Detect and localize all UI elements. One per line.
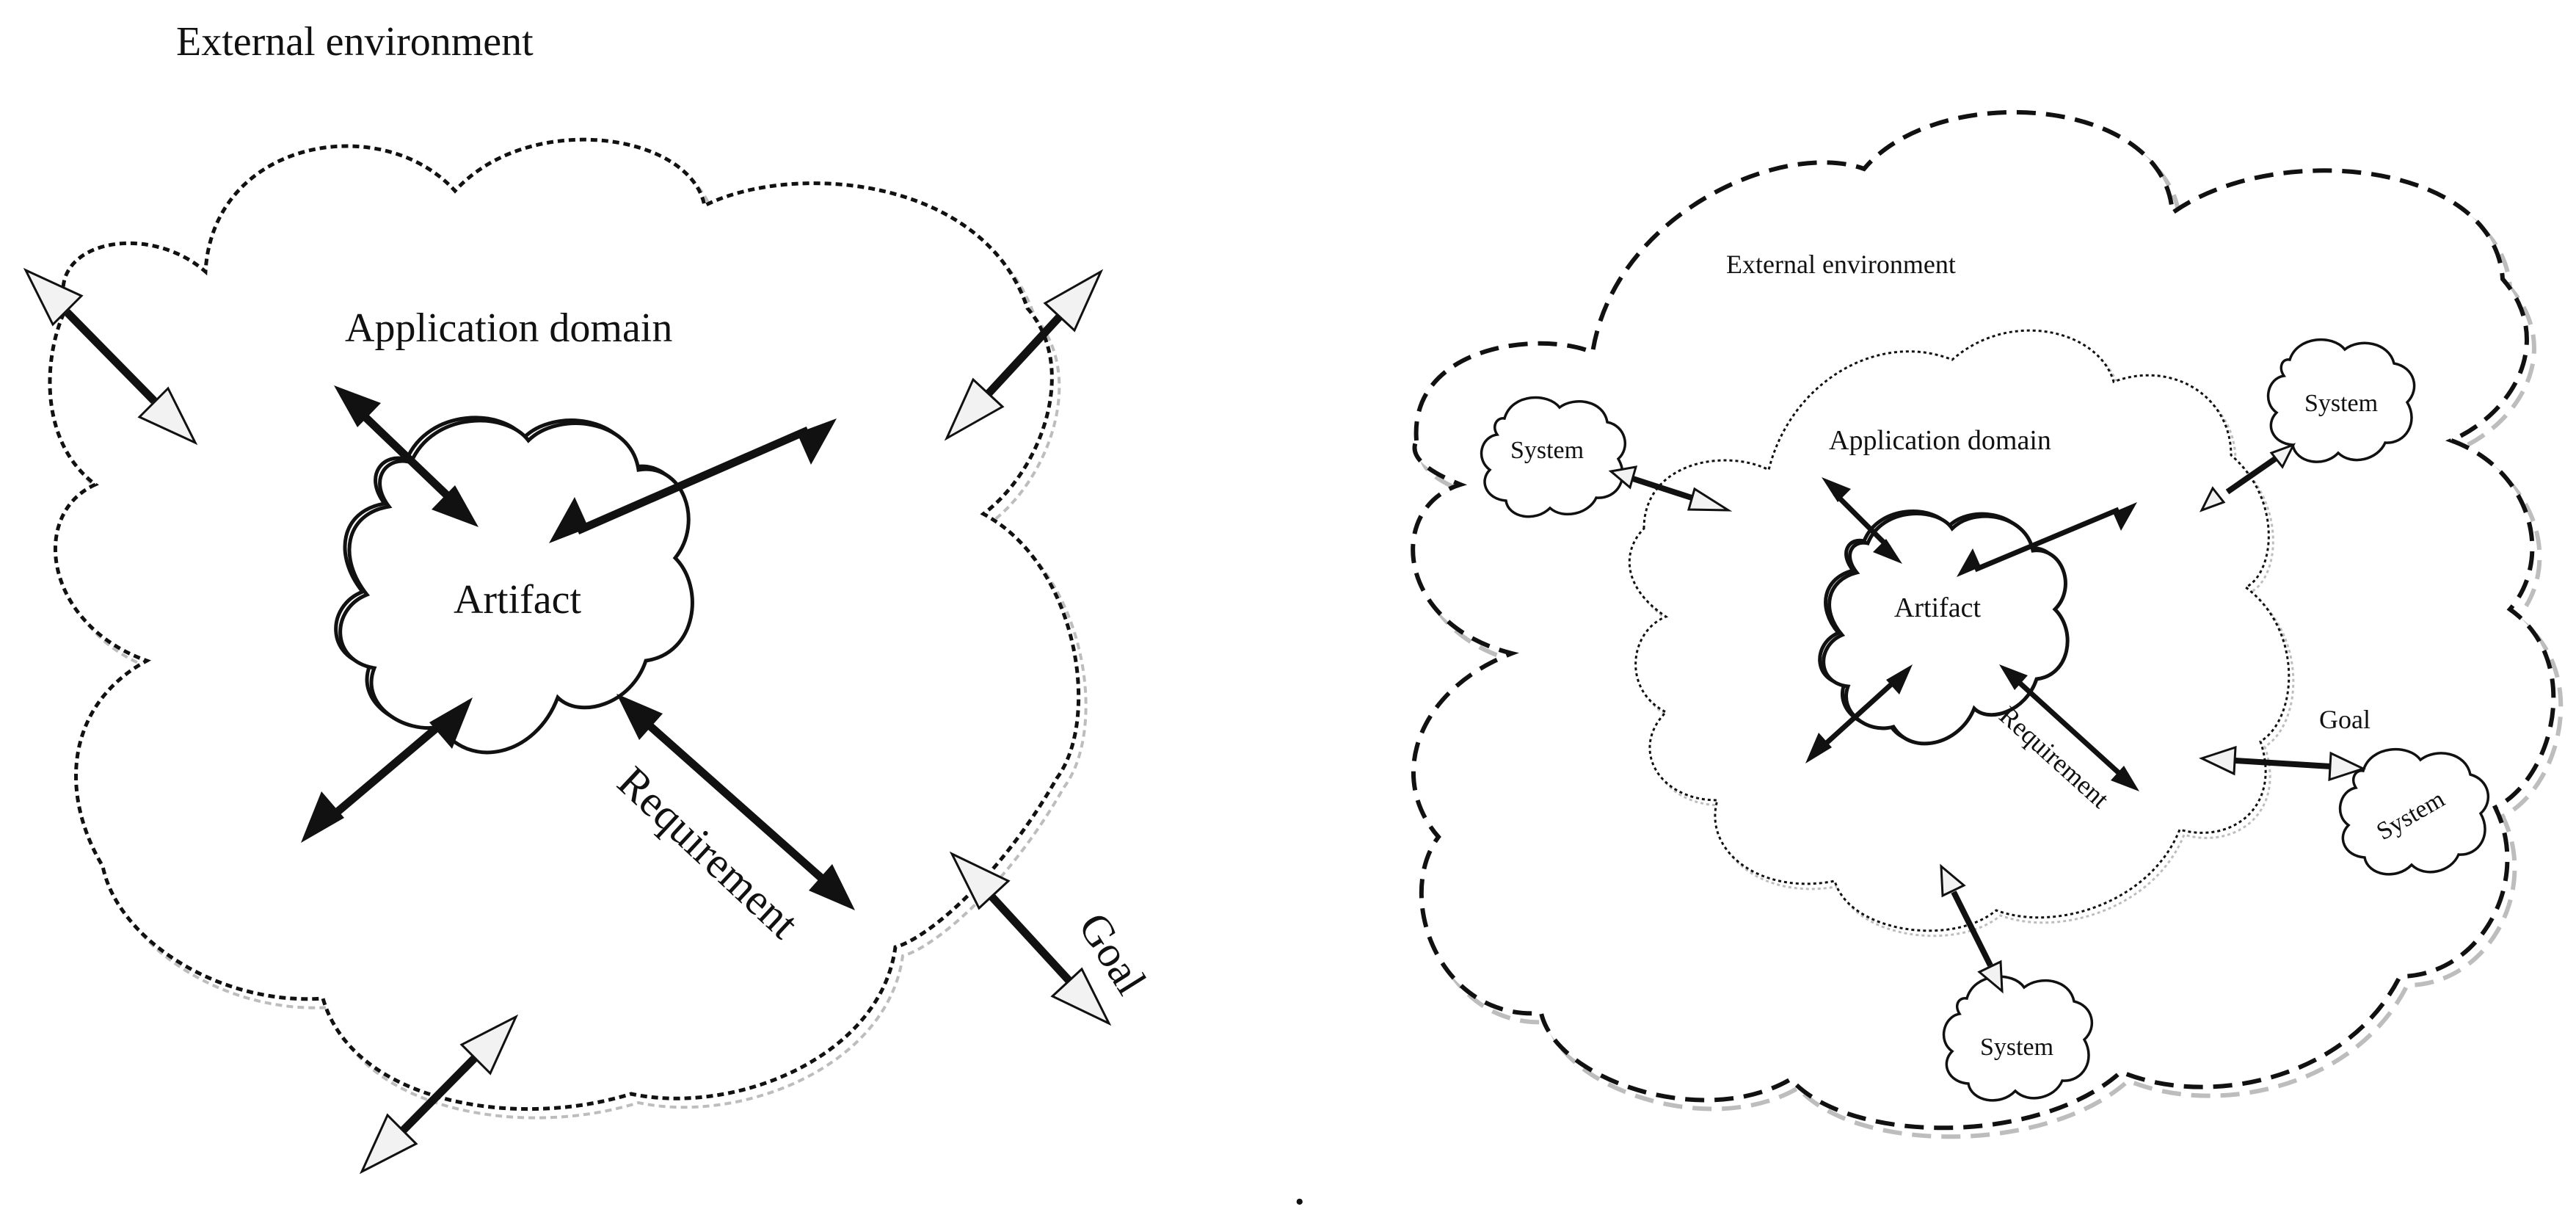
right-goal-label: Goal: [2319, 705, 2371, 734]
right-artifact-cloud: [1818, 509, 2070, 746]
right-artifact-label: Artifact: [1894, 592, 1982, 623]
right-system-cloud-left: [1480, 396, 1626, 518]
left-arrow-lower-left: [301, 697, 473, 843]
right-arrow-requirement: [1999, 664, 2139, 791]
left-arrow-requirement: [616, 694, 855, 910]
right-arrow-upper-right: [1957, 502, 2137, 577]
left-arrow-upper-right: [549, 418, 837, 543]
right-system-label-bottom: System: [1980, 1034, 2053, 1061]
right-diagram: External environment Application domain …: [1411, 109, 2564, 1139]
left-goal-arrow-bottom-left: [359, 1014, 519, 1175]
left-goal-arrow-top-left: [23, 267, 198, 446]
right-application-domain-label: Application domain: [1829, 425, 2051, 456]
left-external-environment-label: External environment: [176, 19, 534, 65]
left-goal-arrow-bottom-right: [949, 851, 1112, 1026]
left-application-domain-label: Application domain: [345, 305, 672, 351]
left-diagram: External environment Application domain …: [23, 19, 1156, 1175]
right-system-cloud-right: [2338, 747, 2490, 876]
left-goal-arrow-top-right: [944, 269, 1104, 441]
right-external-environment-label: External environment: [1726, 250, 1956, 279]
left-artifact-cloud: [334, 416, 694, 755]
right-system-cloud-top-right: [2266, 338, 2416, 463]
right-system-arrow-top-right: [2199, 443, 2296, 512]
left-artifact-label: Artifact: [454, 577, 582, 623]
left-arrow-upper-left: [334, 385, 479, 527]
right-system-cloud-bottom: [1942, 975, 2094, 1102]
right-system-label-left: System: [1510, 437, 1584, 464]
right-arrow-upper-left: [1822, 477, 1902, 564]
right-system-arrow-left: [1608, 465, 1733, 512]
right-system-arrow-right: [2198, 745, 2367, 782]
right-system-label-top-right: System: [2304, 390, 2378, 417]
footer-dot: .: [1293, 1159, 1306, 1215]
right-arrow-lower-left: [1805, 664, 1913, 764]
right-system-arrow-bottom: [1940, 863, 2004, 994]
